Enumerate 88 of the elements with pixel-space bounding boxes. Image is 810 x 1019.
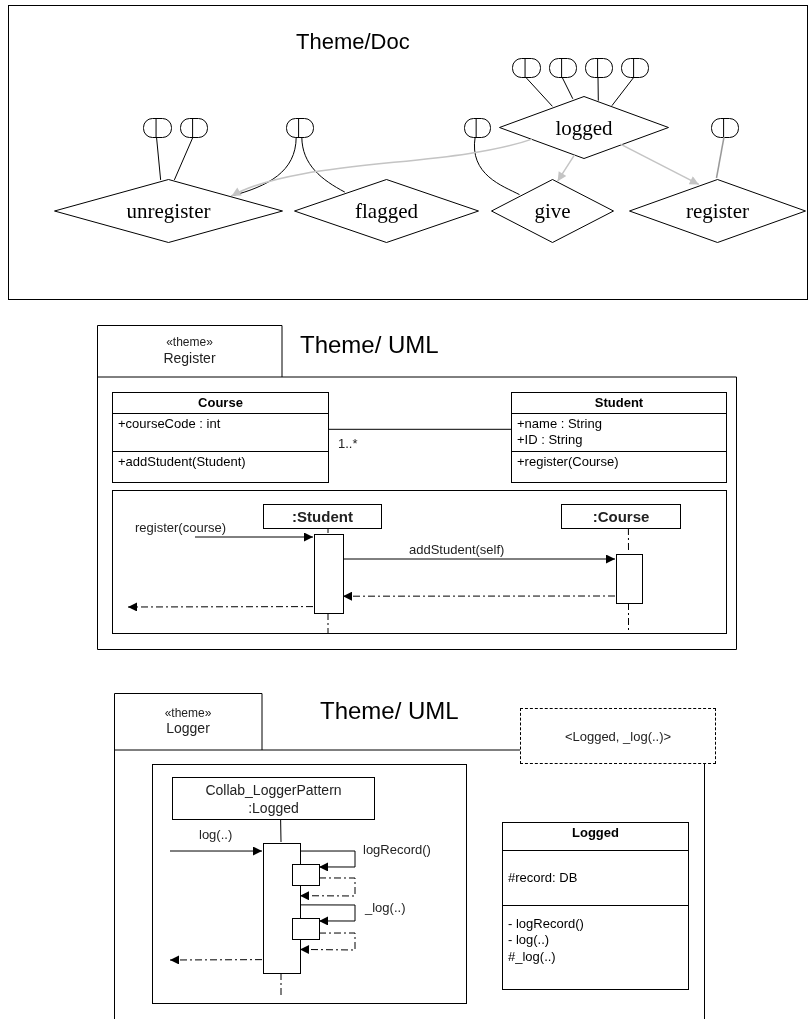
template-parameter: <Logged, _log(..)> [564,728,672,744]
arrow [619,143,700,186]
connector-line [715,136,725,179]
arrow [299,932,356,954]
connector-line [473,136,520,196]
operation-list: +register(Course) [517,454,721,471]
arrow [342,591,616,601]
entity-pill [286,118,314,138]
class-name: Logged [571,825,620,842]
relationship-diamond [491,179,614,243]
arrow [230,138,533,197]
arrow [194,532,314,542]
edge-label: _log(..) [364,900,407,915]
arrow [299,877,356,901]
diamond-label: give [533,198,572,224]
diamond-label: logged [554,115,614,140]
object-box [172,777,375,820]
object-name: :Course [592,506,650,527]
attribute-list: +courseCode : int [118,416,323,433]
activation-bar [616,554,643,604]
class-box [511,392,727,483]
connector-line [611,76,635,107]
diagram-frame [8,5,808,300]
package-name: Logger [166,720,210,737]
arrow [299,850,356,872]
edge-label: register(course) [134,520,228,535]
package-frame [114,693,705,1019]
entity-pill [585,58,613,78]
object-name: :Student [292,506,353,527]
arrow [556,154,576,182]
connector-line [525,76,553,107]
connector-line [597,76,599,102]
object-box [561,504,681,529]
entity-pill [180,118,208,138]
arrow [169,955,263,965]
edge-label: log(..) [198,827,234,842]
panel-heading: Theme/ UML [320,697,459,725]
class-name: Student [593,395,645,412]
class-box [112,392,329,483]
connector-line [173,136,194,181]
lifeline [327,527,329,534]
relationship-diamond [499,96,669,159]
entity-pill [549,58,577,78]
arrow [169,846,263,856]
edge-label: 1..* [337,436,359,451]
diamond-label: flagged [354,198,419,224]
connector-line [561,76,574,100]
relationship-diamond [54,179,283,243]
package-frame [97,325,737,650]
stereotype-label: «theme» [166,336,213,350]
activation-bar [263,843,301,974]
relationship-diamond [629,179,806,243]
attribute-list: #record: DB [508,869,578,887]
object-name: Collab_LoggerPattern :Logged [204,780,343,817]
frame-title: Theme/Doc [296,29,410,55]
entity-pill [512,58,541,78]
arrow [127,602,314,612]
connector-line [301,136,346,193]
edge-label: addStudent(self) [408,542,506,557]
sequence-frame [112,490,727,634]
activation-bar [314,534,344,614]
panel-heading: Theme/ UML [300,331,439,359]
operation-list: - log(..) [508,932,683,949]
relationship-diamond [294,179,479,243]
activation-bar [292,918,320,940]
lifeline [280,818,282,843]
operation-list: #_log(..) [508,948,683,965]
connector-line [328,428,512,430]
operation-list: +addStudent(Student) [118,454,323,471]
edge-label: logRecord() [362,842,432,857]
operation-list: - logRecord() [508,916,683,933]
entity-pill [464,118,491,138]
diamond-label: register [685,198,750,224]
arrow [342,554,616,564]
class-box [502,822,689,990]
package-name: Register [163,349,216,366]
activation-bar [292,864,320,886]
connector-line [156,136,162,181]
attribute-list: +name : String +ID : String [517,416,617,449]
class-name: Course [197,395,244,412]
sequence-frame [152,764,467,1004]
object-box [263,504,382,529]
diamond-label: unregister [125,198,212,224]
entity-pill [143,118,172,138]
entity-pill [621,58,649,78]
arrow [299,904,356,926]
stereotype-label: «theme» [164,706,212,721]
entity-pill [711,118,739,138]
